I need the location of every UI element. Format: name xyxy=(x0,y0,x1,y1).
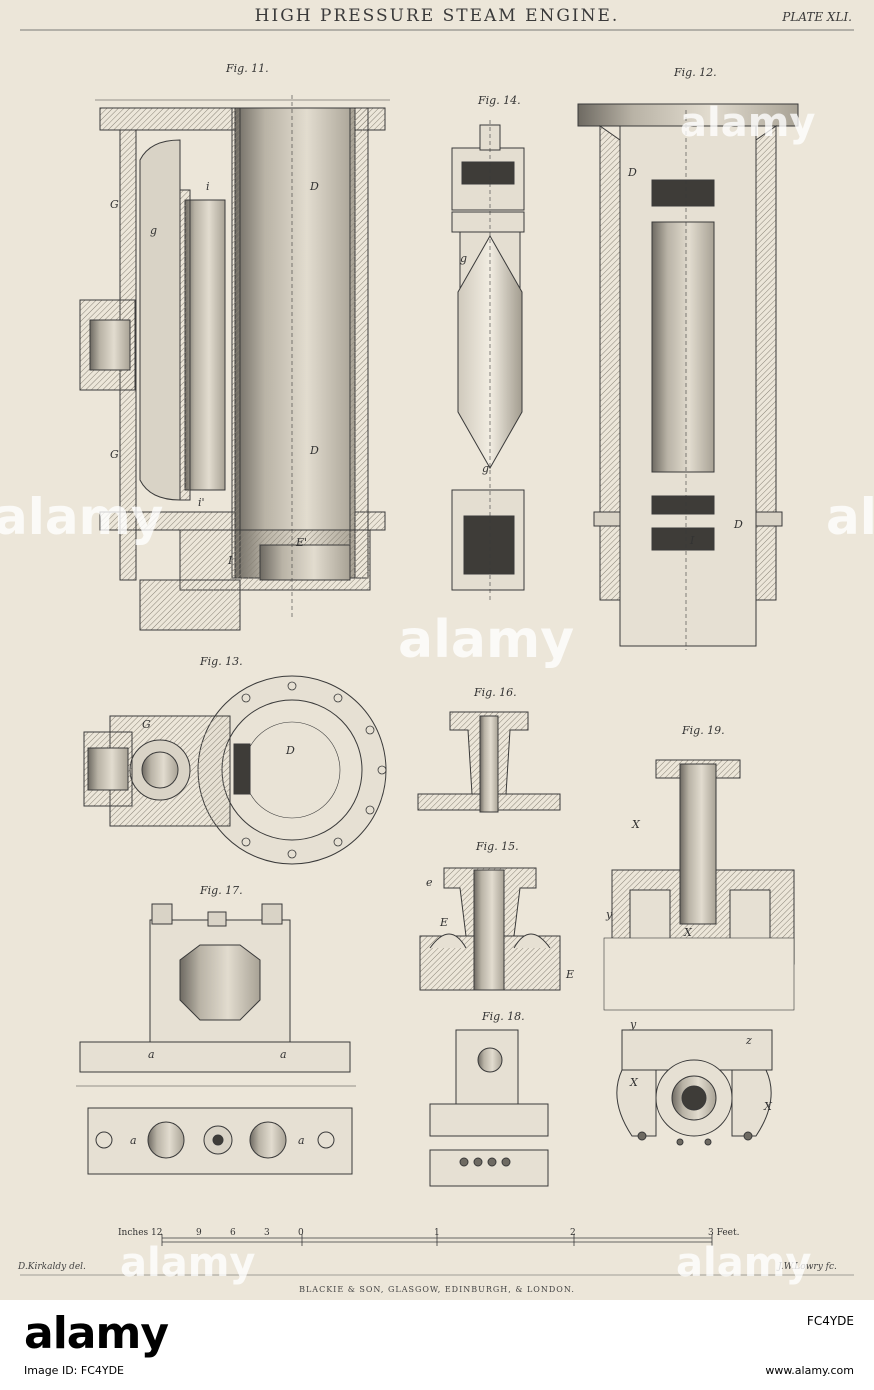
stock-footer xyxy=(0,1300,874,1390)
label-g-fig11: g xyxy=(150,224,158,237)
label-a2-fig17: a xyxy=(280,1048,287,1061)
label-a4-fig17: a xyxy=(298,1134,305,1147)
label-G-fig11-top: G xyxy=(110,198,119,211)
label-D-fig13: D xyxy=(286,744,295,757)
label-i2-fig11: i' xyxy=(198,496,205,509)
scale-tick-2: 2 xyxy=(570,1228,576,1238)
fig17-label: Fig. 17. xyxy=(200,884,243,897)
watermark-bottom-right: alamy xyxy=(676,1240,812,1286)
fig14-label: Fig. 14. xyxy=(478,94,521,107)
label-g-fig14-bottom: g xyxy=(482,462,490,475)
fig11-cylinder-section xyxy=(79,95,390,631)
fig13-label: Fig. 13. xyxy=(200,655,243,668)
engraver-credit: J.W.Lowry fc. xyxy=(778,1262,837,1272)
label-I-fig12: I xyxy=(690,534,695,547)
scale-tick-3: 3 xyxy=(264,1228,270,1238)
watermark-top-right: alamy xyxy=(680,100,816,146)
label-y2-fig19: y xyxy=(630,1018,637,1031)
engineering-drawings xyxy=(20,29,854,1276)
label-D-fig12: D xyxy=(628,166,637,179)
label-a3-fig17: a xyxy=(130,1134,137,1147)
fig18-small-bearing xyxy=(429,1029,549,1187)
plate-title: HIGH PRESSURE STEAM ENGINE. xyxy=(254,6,620,26)
label-D-fig11-bottom: D xyxy=(310,444,319,457)
footer-image-id: FC4YDE xyxy=(806,1314,854,1328)
fig18-label: Fig. 18. xyxy=(482,1010,525,1023)
label-E2-fig11: E' xyxy=(296,536,308,549)
watermark-left: alamy xyxy=(0,488,164,546)
watermark-right: alamy xyxy=(826,488,874,546)
label-g-fig14-top: g xyxy=(460,252,468,265)
fig16-label: Fig. 16. xyxy=(474,686,517,699)
label-E2-fig15: E xyxy=(566,968,575,981)
label-I-fig11: I xyxy=(228,554,233,567)
label-i-fig11: i xyxy=(206,180,210,193)
scale-tick-6: 6 xyxy=(230,1228,236,1238)
label-D-fig11-top: D xyxy=(310,180,319,193)
label-G-fig13: G xyxy=(142,718,151,731)
alamy-logo: alamy xyxy=(24,1308,169,1359)
label-G-fig11-bottom: G xyxy=(110,448,119,461)
label-X3-fig19: X xyxy=(630,1076,638,1089)
scale-tick-0: 0 xyxy=(298,1228,304,1238)
label-X-fig19: X xyxy=(632,818,640,831)
draughtsman-credit: D.Kirkaldy del. xyxy=(18,1262,86,1272)
label-y-fig19: y xyxy=(606,908,613,921)
fig11-label: Fig. 11. xyxy=(226,62,269,75)
fig13-plan-view xyxy=(83,675,387,865)
fig15-stuffing-box xyxy=(419,867,561,991)
plate-number: PLATE XLI. xyxy=(782,10,852,24)
fig14-piston-rod xyxy=(451,120,525,600)
scale-tick-1: 1 xyxy=(434,1228,440,1238)
publisher-imprint: BLACKIE & SON, GLASGOW, EDINBURGH, & LON… xyxy=(299,1285,575,1294)
fig12-guide-frame xyxy=(577,103,799,650)
fig19-label: Fig. 19. xyxy=(682,724,725,737)
label-D2-fig12: D xyxy=(734,518,743,531)
label-X4-fig19: X xyxy=(764,1100,772,1113)
scale-feet-label: 3 Feet. xyxy=(708,1228,740,1238)
label-e-fig15: e xyxy=(426,876,433,889)
label-E-fig15: E xyxy=(440,916,449,929)
label-X2-fig19: X xyxy=(684,926,692,939)
fig17-plummer-block xyxy=(76,903,356,1175)
label-z-fig19: z xyxy=(746,1034,752,1047)
scale-inches-label: Inches 12 xyxy=(118,1228,163,1238)
fig15-label: Fig. 15. xyxy=(476,840,519,853)
fig12-label: Fig. 12. xyxy=(674,66,717,79)
scale-tick-9: 9 xyxy=(196,1228,202,1238)
watermark-center: alamy xyxy=(398,610,575,670)
scale-bar xyxy=(161,1234,713,1246)
footer-url: www.alamy.com xyxy=(765,1364,854,1377)
watermark-bottom-left: alamy xyxy=(120,1240,256,1286)
label-a-fig17: a xyxy=(148,1048,155,1061)
footer-image-id-label: Image ID: FC4YDE xyxy=(24,1364,125,1377)
fig19-valve-assembly xyxy=(603,759,795,1146)
fig16-bearing-section xyxy=(417,711,561,813)
